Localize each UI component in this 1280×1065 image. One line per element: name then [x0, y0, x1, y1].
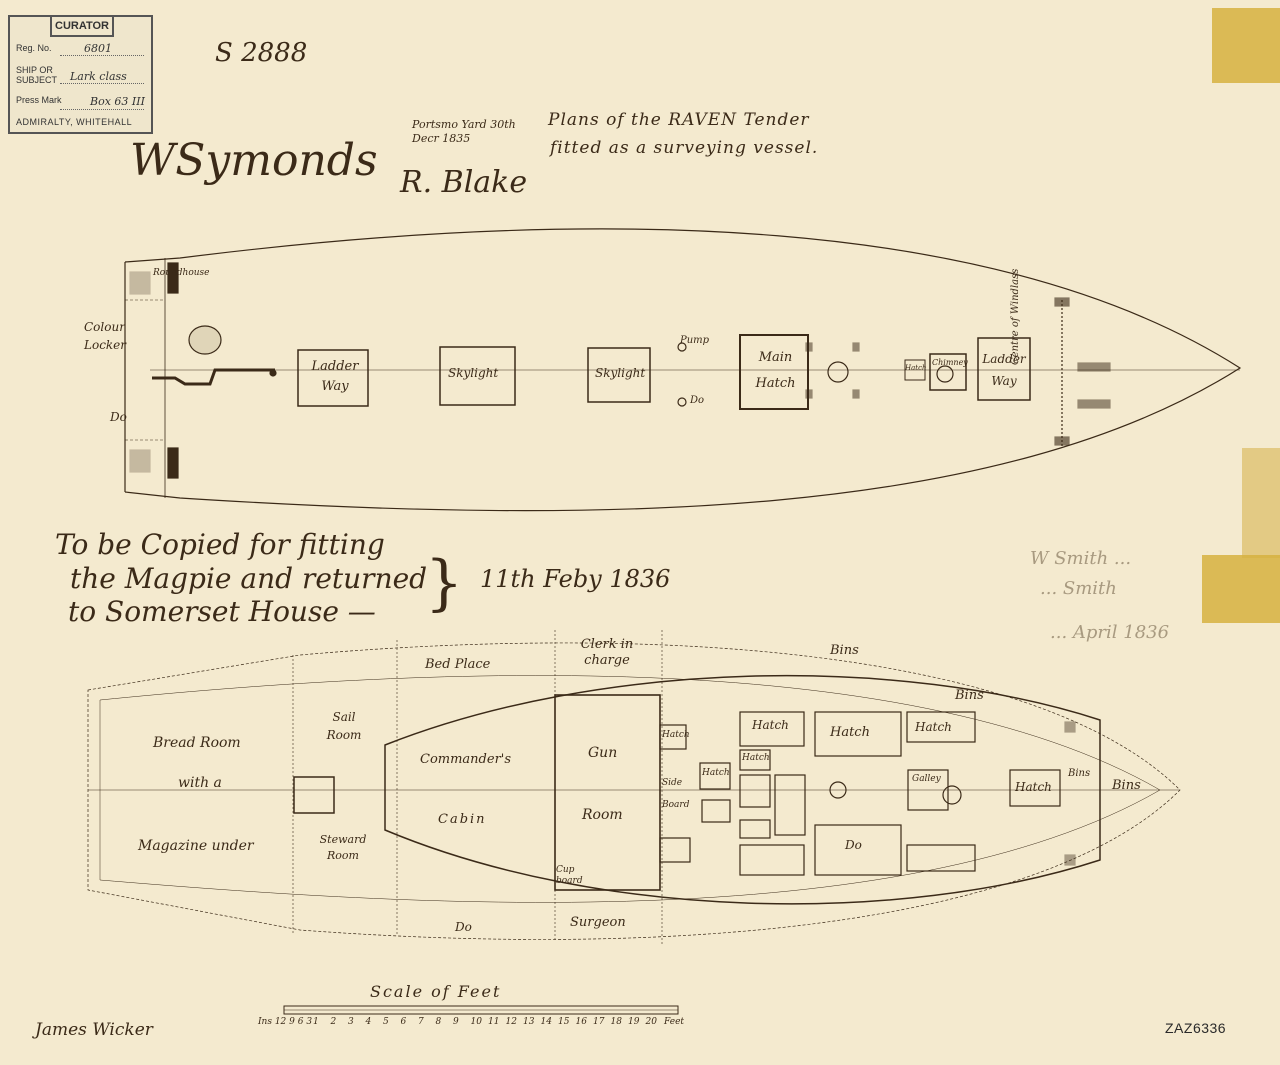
scale-start: Ins 12 9 6 3: [258, 1017, 313, 1027]
lower-galley: Galley: [912, 774, 941, 784]
scale-unit: Feet: [664, 1017, 685, 1027]
upper-chimney: Chimney: [932, 358, 968, 367]
lower-bed-place: Bed Place: [425, 657, 491, 672]
lower-magazine: Magazine under: [138, 838, 254, 854]
faint-note-3: ... April 1836: [1050, 622, 1170, 643]
note-line2: the Magpie and returned: [70, 562, 428, 595]
stamp-press-value: Box 63 III: [90, 95, 145, 108]
lower-hatch-a: Hatch: [662, 730, 690, 740]
lower-ditto: Do: [845, 838, 862, 852]
lower-hatch-g: Hatch: [1015, 780, 1052, 794]
catalogue-number: ZAZ6336: [1165, 1020, 1227, 1036]
scale-tick-label: 9: [453, 1017, 459, 1027]
scale-tick-label: 20: [645, 1017, 657, 1027]
upper-skylight-1: Skylight: [448, 366, 499, 380]
scale-tick-label: 3: [348, 1017, 354, 1027]
title-line2: fitted as a surveying vessel.: [550, 138, 819, 158]
title-line1: Plans of the RAVEN Tender: [548, 110, 810, 130]
scale-title: Scale of Feet: [370, 982, 502, 1001]
stamp-header: CURATOR: [50, 15, 114, 37]
note-line3: to Somerset House —: [68, 595, 376, 628]
scale-tick-label: 5: [383, 1017, 389, 1027]
upper-ladder-aft: Ladder Way: [311, 359, 359, 394]
lower-cupboard: Cup board: [556, 865, 583, 886]
scale-tick-label: 8: [435, 1017, 442, 1027]
tape-lower-right: [1202, 555, 1280, 623]
lower-sail-room: Sail Room: [326, 710, 362, 742]
lower-hatch-d: Hatch: [752, 718, 789, 732]
lower-room: Room: [582, 807, 623, 823]
scale-tick-label: 11: [488, 1017, 500, 1027]
note-brace: }: [425, 548, 464, 618]
lower-bins-top: Bins: [830, 643, 859, 658]
reference-number: S 2888: [215, 38, 308, 68]
scale-tick-label: 4: [365, 1017, 372, 1027]
upper-main-hatch: Main Hatch: [755, 350, 796, 391]
tape-mid-right: [1242, 448, 1280, 558]
place-date: Portsmo Yard 30th Decr 1835: [412, 118, 516, 145]
note-date: 11th Feby 1836: [480, 565, 671, 593]
lower-hatch-f: Hatch: [915, 720, 952, 734]
scale-tick-label: 6: [400, 1017, 407, 1027]
upper-colour-locker: Colour Locker: [84, 320, 127, 352]
tape-top-right: [1212, 8, 1280, 83]
scale-tick-label: 12: [505, 1017, 517, 1027]
note-line1: To be Copied for fitting: [55, 528, 385, 561]
lower-bins-upper: Bins: [955, 688, 984, 703]
curator-stamp: CURATOR Reg. No. 6801 SHIP OR SUBJECT La…: [8, 15, 153, 134]
upper-ladder-fore: Ladder Way: [982, 352, 1026, 388]
lower-with-a: with a: [178, 775, 222, 791]
signature-blake: R. Blake: [400, 165, 528, 200]
faint-note-2: ... Smith: [1040, 578, 1117, 599]
scale-tick-label: 2: [330, 1017, 337, 1027]
upper-fore-hatch: Hatch: [905, 364, 927, 372]
scale-tick-label: 10: [470, 1017, 482, 1027]
lower-bins-bow: Bins: [1112, 778, 1141, 793]
maker-name: James Wicker: [35, 1020, 153, 1040]
stamp-reg-label: Reg. No.: [16, 43, 52, 53]
lower-surgeon: Surgeon: [570, 915, 626, 930]
lower-steward-room: Steward Room: [319, 833, 367, 862]
scale-tick-label: 1: [313, 1017, 319, 1027]
lower-hatch-b: Hatch: [702, 768, 730, 778]
scale-tick-label: 17: [593, 1017, 605, 1027]
stamp-ship-label: SHIP OR SUBJECT: [16, 65, 58, 85]
upper-ditto-pump: Do: [690, 395, 705, 406]
lower-side-board: Side Board: [662, 778, 690, 810]
scale-tick-label: 19: [628, 1017, 640, 1027]
lower-ditto-aft: Do: [455, 920, 472, 934]
stamp-reg-value: 6801: [84, 42, 112, 55]
scale-tick-label: 7: [418, 1017, 424, 1027]
lower-cabin: Cabin: [438, 812, 487, 827]
lower-hatch-c: Hatch: [742, 753, 770, 763]
scale-tick-label: 13: [523, 1017, 535, 1027]
signature-symonds: WSymonds: [130, 135, 378, 186]
stamp-ship-value: Lark class: [70, 70, 127, 83]
lower-gun: Gun: [588, 745, 618, 761]
scale-tick-label: 15: [558, 1017, 570, 1027]
scale-tick-label: 18: [610, 1017, 622, 1027]
faint-note-1: W Smith ...: [1030, 548, 1132, 569]
upper-skylight-2: Skylight: [595, 366, 646, 380]
lower-commanders: Commander's: [420, 752, 512, 767]
scale-tick-label: 14: [540, 1017, 552, 1027]
upper-pump: Pump: [680, 335, 710, 346]
lower-clerk: Clerk in charge: [580, 637, 634, 668]
stamp-press-label: Press Mark: [16, 95, 62, 105]
lower-hatch-e: Hatch: [830, 725, 870, 740]
scale-tick-label: 16: [575, 1017, 587, 1027]
upper-ditto: Do: [110, 410, 127, 424]
upper-roundhouse: Roundhouse: [153, 268, 210, 278]
lower-bins-fore: Bins: [1068, 768, 1091, 779]
stamp-footer: ADMIRALTY, WHITEHALL: [16, 117, 133, 127]
lower-bread-room: Bread Room: [153, 735, 241, 751]
